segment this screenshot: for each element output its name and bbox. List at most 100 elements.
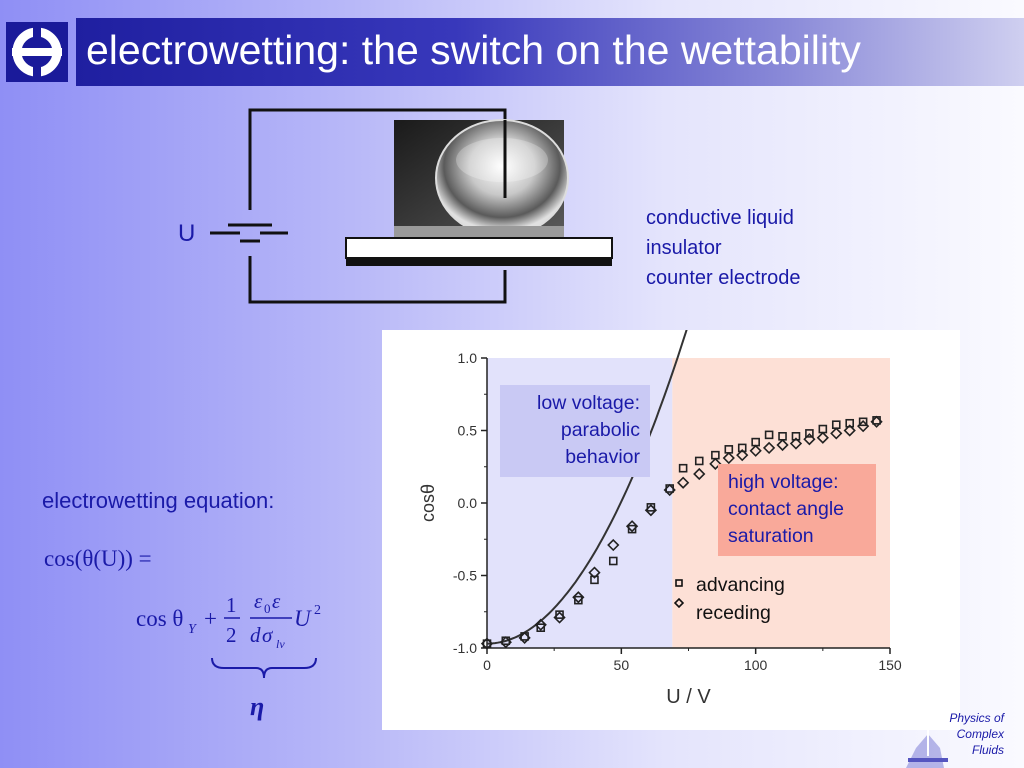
pcf-logo-text: Physics of Complex Fluids: [930, 710, 1004, 758]
point-advancing: [590, 575, 599, 585]
point-advancing: [574, 595, 583, 605]
point-advancing: [627, 524, 637, 534]
pcf-logo: [906, 712, 948, 768]
point-advancing: [678, 463, 688, 473]
callout-low-line1: low voltage:: [537, 392, 640, 414]
callout-low-line3: behavior: [565, 446, 640, 468]
eq-sigma-sub: lv: [276, 637, 285, 651]
point-receding: [572, 591, 585, 604]
callout-high-line2: contact angle: [728, 498, 845, 520]
point-receding: [857, 420, 870, 433]
institute-logo: [6, 22, 68, 82]
battery-symbol: [228, 223, 272, 243]
legend-insulator: insulator: [646, 237, 722, 259]
underbrace: [211, 657, 317, 679]
point-advancing: [646, 503, 656, 512]
point-receding: [749, 444, 762, 457]
eq-sigma: σ: [262, 623, 274, 647]
point-receding: [762, 441, 776, 455]
point-advancing: [608, 556, 618, 566]
x-axis-label: U / V: [666, 686, 711, 708]
point-receding: [663, 483, 676, 497]
eq-plus: +: [204, 606, 217, 631]
point-receding: [843, 424, 856, 437]
legend-marker-receding: [674, 598, 684, 608]
point-advancing: [555, 610, 564, 619]
voltage-label: U: [178, 220, 196, 247]
y-tick-label: 1.0: [458, 350, 478, 366]
point-receding: [553, 611, 566, 624]
legend-conductive-liquid: conductive liquid: [646, 207, 794, 229]
eq-cos-theta: cos θ: [136, 606, 183, 631]
point-receding: [588, 566, 601, 579]
counter-electrode-layer: [346, 258, 612, 266]
point-advancing: [694, 456, 704, 466]
y-tick-label: -0.5: [453, 568, 477, 584]
pcf-line1: Physics of: [949, 711, 1004, 725]
point-receding: [776, 438, 789, 452]
point-advancing: [791, 432, 801, 441]
point-receding: [789, 437, 803, 450]
callout-high-line1: high voltage:: [728, 471, 839, 493]
point-receding: [816, 431, 829, 444]
point-advancing: [536, 623, 546, 633]
point-receding: [736, 449, 749, 462]
eq-d: d: [250, 623, 261, 647]
legend-receding: receding: [696, 602, 771, 624]
legend-marker-advancing: [675, 579, 683, 587]
point-receding: [830, 427, 843, 440]
point-receding: [625, 520, 639, 533]
eta-symbol: η: [250, 692, 265, 721]
legend-advancing: advancing: [696, 574, 785, 596]
callout-high-voltage: high voltage: contact angle saturation: [718, 464, 876, 556]
eq-eps: ε: [254, 589, 263, 613]
point-advancing: [764, 430, 774, 440]
y-tick-label: 0.5: [458, 423, 478, 439]
point-receding: [870, 415, 883, 428]
x-tick-label: 100: [744, 657, 768, 673]
point-receding: [499, 636, 512, 649]
pcf-line2: Complex: [956, 727, 1004, 741]
eq-frac1-num: 1: [226, 593, 237, 617]
eq-frac1-den: 2: [226, 623, 237, 647]
callout-low-line2: parabolic: [560, 419, 640, 441]
x-tick-label: 50: [614, 657, 630, 673]
point-receding: [480, 637, 494, 650]
legend-counter-electrode: counter electrode: [646, 267, 801, 289]
equation-label: electrowetting equation:: [42, 488, 275, 513]
point-receding: [644, 504, 658, 517]
droplet-photo: [394, 119, 569, 238]
point-advancing: [845, 418, 855, 428]
point-advancing: [482, 639, 492, 648]
y-tick-label: 0.0: [458, 495, 478, 511]
point-receding: [607, 538, 620, 552]
point-advancing: [858, 417, 868, 427]
eq-eps2: ε: [272, 589, 281, 613]
point-receding: [518, 631, 531, 644]
point-receding: [693, 467, 706, 481]
eq-U-exp: 2: [314, 603, 321, 618]
title-bar: electrowetting: the switch on the wettab…: [76, 18, 1024, 86]
circuit-diagram: [210, 108, 613, 304]
point-advancing: [805, 429, 814, 438]
x-tick-label: 150: [878, 657, 902, 673]
pcf-line3: Fluids: [971, 743, 1004, 757]
page-title: electrowetting: the switch on the wettab…: [86, 27, 861, 73]
point-receding: [709, 457, 722, 470]
point-receding: [676, 476, 690, 489]
callout-low-voltage: low voltage: parabolic behavior: [500, 385, 650, 477]
point-receding: [803, 433, 816, 446]
equation-rhs: cos θ Y + 1 2 ε 0 ε d σ lv U 2: [136, 589, 321, 651]
y-axis-label: cosθ: [418, 484, 438, 522]
eq-sub-Y: Y: [188, 622, 198, 637]
eq-eps-sub: 0: [264, 601, 271, 616]
x-tick-label: 0: [483, 657, 491, 673]
point-receding: [722, 451, 735, 465]
insulator-layer: [345, 237, 613, 259]
y-tick-label: -1.0: [453, 640, 477, 656]
point-advancing: [737, 443, 747, 453]
eq-U: U: [294, 606, 312, 631]
equation-lhs: cos(θ(U)) =: [44, 546, 152, 571]
callout-high-line3: saturation: [728, 525, 814, 547]
point-receding: [534, 618, 547, 631]
